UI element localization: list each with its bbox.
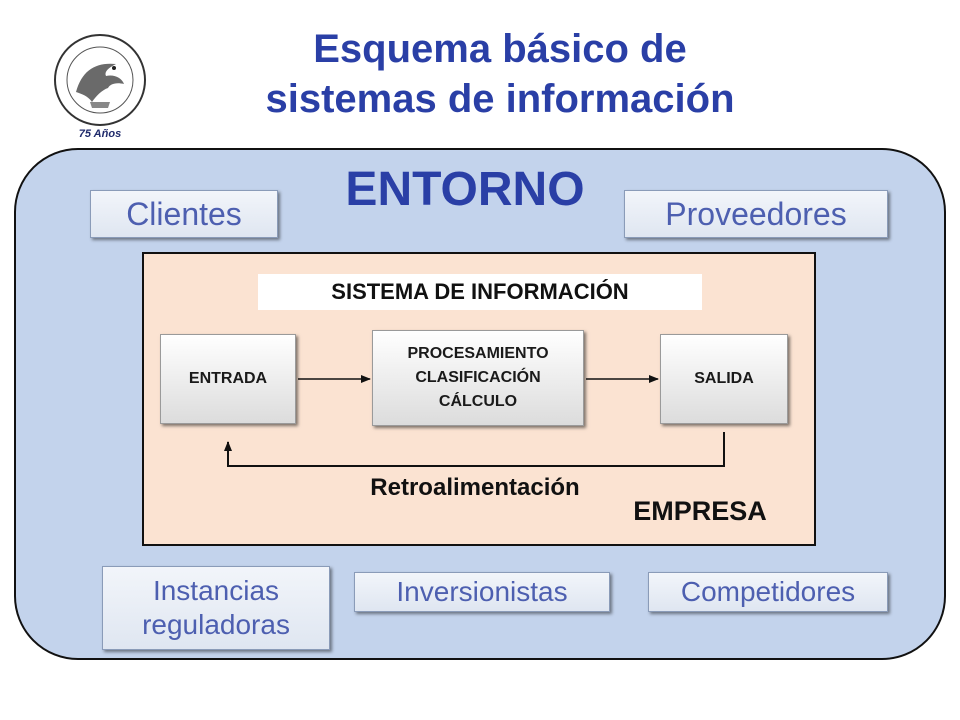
competidores-box: Competidores [648,572,888,612]
instancias-reguladoras-box: Instancias reguladoras [102,566,330,650]
inversionistas-label: Inversionistas [396,576,568,607]
inversionistas-box: Inversionistas [354,572,610,612]
instancias-label-line-1: Instancias [152,575,280,606]
clientes-box: Clientes [90,190,278,238]
eagle-seal-icon [54,34,146,126]
instancias-label-line-2: reguladoras [142,609,290,640]
salida-label: SALIDA [694,370,754,387]
proveedores-label: Proveedores [665,195,847,232]
empresa-label: EMPRESA [633,496,767,526]
title-line-1: Esquema básico de [313,27,687,71]
clientes-label: Clientes [126,195,242,232]
title-line-2: sistemas de información [265,77,735,121]
proveedores-box: Proveedores [624,190,888,238]
procesamiento-lines: PROCESAMIENTO CLASIFICACIÓN CÁLCULO [407,342,548,414]
institution-logo: 75 Años [52,32,148,142]
page-title: Esquema básico de sistemas de informació… [200,24,800,124]
entrada-label: ENTRADA [188,370,268,387]
competidores-label: Competidores [680,576,856,607]
logo-caption: 75 Años [78,128,122,140]
feedback-arrow [224,432,725,467]
procesamiento-line-2: CLASIFICACIÓN [415,369,541,386]
retroalimentacion-label: Retroalimentación [370,474,580,501]
salida-box: SALIDA [660,334,788,424]
procesamiento-line-3: CÁLCULO [438,393,518,410]
entorno-label: ENTORNO [345,163,585,216]
sistema-title: SISTEMA DE INFORMACIÓN [331,279,629,304]
procesamiento-box: PROCESAMIENTO CLASIFICACIÓN CÁLCULO [372,330,584,426]
sistema-de-informacion-header: SISTEMA DE INFORMACIÓN [258,274,702,310]
entrada-box: ENTRADA [160,334,296,424]
procesamiento-line-1: PROCESAMIENTO [407,345,549,362]
